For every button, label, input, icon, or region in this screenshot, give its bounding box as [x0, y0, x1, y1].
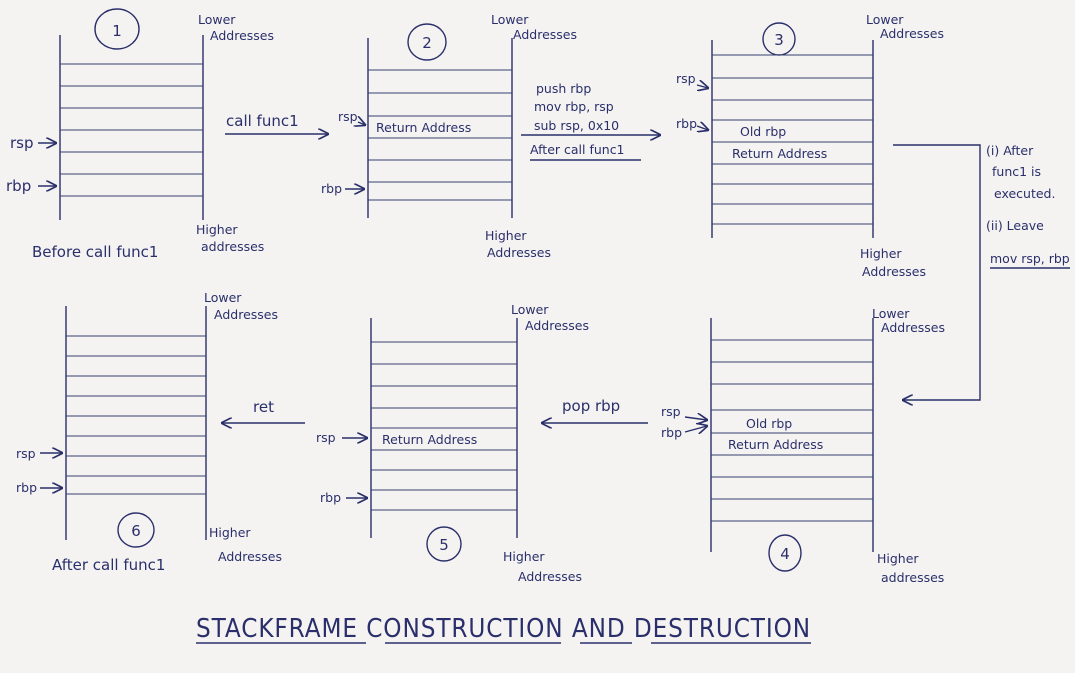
- leave-arrow: [893, 144, 981, 400]
- ret-label: ret: [253, 398, 274, 416]
- frame-4-lower-label-1: Lower: [872, 306, 910, 321]
- frame-4-number: 4: [780, 545, 790, 563]
- frame-6-number-circle: [117, 512, 155, 548]
- frame-1-number-circle: [94, 8, 140, 50]
- frame-4-rbp-label: rbp: [661, 425, 682, 440]
- frame-5-rbp-label: rbp: [320, 490, 341, 505]
- transition-call-func1: call func1: [225, 112, 328, 134]
- frame-2-rsp-arrow: [358, 122, 365, 125]
- frame-3-slots: [712, 54, 873, 225]
- frame-1-lower-label-2: Addresses: [210, 28, 274, 43]
- frame-4-number-circle: [768, 534, 802, 572]
- frame-3-number: 3: [774, 31, 784, 49]
- frame-2-higher-label-1: Higher: [485, 228, 527, 243]
- frame-4-slots: [711, 339, 873, 522]
- frame-1-caption: Before call func1: [32, 243, 158, 261]
- frame-1-rbp-label: rbp: [6, 177, 31, 195]
- frame-3-higher-label-1: Higher: [860, 246, 902, 261]
- frame-2-slots: [368, 69, 512, 201]
- frame-4: 4 Old rbp Return Address Lower Addresses…: [661, 306, 945, 585]
- frame-5-lower-label-2: Addresses: [525, 318, 589, 333]
- frame-5-rsp-label: rsp: [316, 430, 336, 445]
- frame-2-number-circle: [407, 23, 447, 61]
- transition-prologue: push rbp mov rbp, rsp sub rsp, 0x10 Afte…: [521, 81, 660, 161]
- frame-4-old-rbp: Old rbp: [746, 416, 792, 431]
- frame-3-return-address: Return Address: [732, 146, 827, 161]
- frame-5-higher-label-1: Higher: [503, 549, 545, 564]
- frame-4-rbp-arrow: [684, 426, 707, 432]
- frame-5-number-circle: [426, 526, 462, 562]
- frame-2: 2 Return Address Lower Addresses Higher …: [321, 12, 577, 260]
- leave-line-2: func1 is: [992, 164, 1041, 179]
- frame-6-rsp-label: rsp: [16, 446, 36, 461]
- pop-rbp-label: pop rbp: [562, 397, 620, 415]
- frame-5-higher-label-2: Addresses: [518, 569, 582, 584]
- title-text: STACKFRAME CONSTRUCTION AND DESTRUCTION: [196, 614, 811, 644]
- frame-3-rsp-label: rsp: [676, 71, 696, 86]
- prologue-line-1: push rbp: [536, 81, 591, 96]
- frame-5-number: 5: [439, 536, 449, 554]
- frame-3-rsp-arrow: [697, 85, 708, 88]
- frame-2-lower-label-2: Addresses: [513, 27, 577, 42]
- frame-6: 6 Lower Addresses Higher Addresses rsp r…: [16, 290, 282, 574]
- frame-5-return-address: Return Address: [382, 432, 477, 447]
- frame-2-rsp-label: rsp: [338, 109, 358, 124]
- frame-4-lower-label-2: Addresses: [881, 320, 945, 335]
- frame-5-slots: [371, 341, 517, 511]
- frame-1: 1 Lower Addresses Higher addresses rsp r…: [6, 8, 274, 261]
- frame-6-lower-label-2: Addresses: [214, 307, 278, 322]
- frame-3-rbp-label: rbp: [676, 116, 697, 131]
- frame-6-rbp-label: rbp: [16, 480, 37, 495]
- prologue-caption: After call func1: [530, 142, 625, 157]
- frame-6-higher-label-1: Higher: [209, 525, 251, 540]
- frame-1-number: 1: [112, 22, 122, 40]
- frame-2-number: 2: [422, 34, 432, 52]
- frame-6-higher-label-2: Addresses: [218, 549, 282, 564]
- frame-3-old-rbp: Old rbp: [740, 124, 786, 139]
- frame-3-higher-label-2: Addresses: [862, 264, 926, 279]
- transition-pop-rbp: pop rbp: [542, 397, 648, 423]
- frame-4-higher-label-1: Higher: [877, 551, 919, 566]
- frame-4-rsp-arrow: [684, 417, 707, 420]
- frame-6-slots: [66, 335, 206, 495]
- frame-5: 5 Return Address Lower Addresses Higher …: [316, 302, 589, 584]
- frame-4-return-address: Return Address: [728, 437, 823, 452]
- frame-3: 3 Old rbp Return Address Lower Addresses…: [676, 12, 944, 279]
- prologue-line-2: mov rbp, rsp: [534, 99, 614, 114]
- frame-3-rbp-arrow: [697, 126, 708, 130]
- frame-3-lower-label-2: Addresses: [880, 26, 944, 41]
- frame-4-higher-label-2: addresses: [881, 570, 944, 585]
- frame-1-higher-label-1: Higher: [196, 222, 238, 237]
- frame-2-rbp-label: rbp: [321, 181, 342, 196]
- frame-1-lower-label-1: Lower: [198, 12, 236, 27]
- frame-5-lower-label-1: Lower: [511, 302, 549, 317]
- transition-leave: (i) After func1 is executed. (ii) Leave …: [893, 143, 1070, 400]
- frame-6-number: 6: [131, 522, 141, 540]
- diagram-title: STACKFRAME CONSTRUCTION AND DESTRUCTION: [196, 614, 811, 644]
- frame-1-higher-label-2: addresses: [201, 239, 264, 254]
- leave-line-4: (ii) Leave: [986, 218, 1044, 233]
- frame-1-slots: [60, 63, 203, 197]
- leave-line-1: (i) After: [986, 143, 1034, 158]
- prologue-line-3: sub rsp, 0x10: [534, 118, 619, 133]
- frame-4-rsp-label: rsp: [661, 404, 681, 419]
- frame-6-lower-label-1: Lower: [204, 290, 242, 305]
- transition-ret: ret: [222, 398, 305, 423]
- frame-6-caption: After call func1: [52, 556, 165, 574]
- leave-line-3: executed.: [994, 186, 1055, 201]
- frame-2-higher-label-2: Addresses: [487, 245, 551, 260]
- frame-1-rsp-label: rsp: [10, 134, 34, 152]
- frame-3-lower-label-1: Lower: [866, 12, 904, 27]
- frame-2-return-address: Return Address: [376, 120, 471, 135]
- leave-line-5: mov rsp, rbp: [990, 251, 1070, 266]
- call-func1-label: call func1: [226, 112, 299, 130]
- frame-2-lower-label-1: Lower: [491, 12, 529, 27]
